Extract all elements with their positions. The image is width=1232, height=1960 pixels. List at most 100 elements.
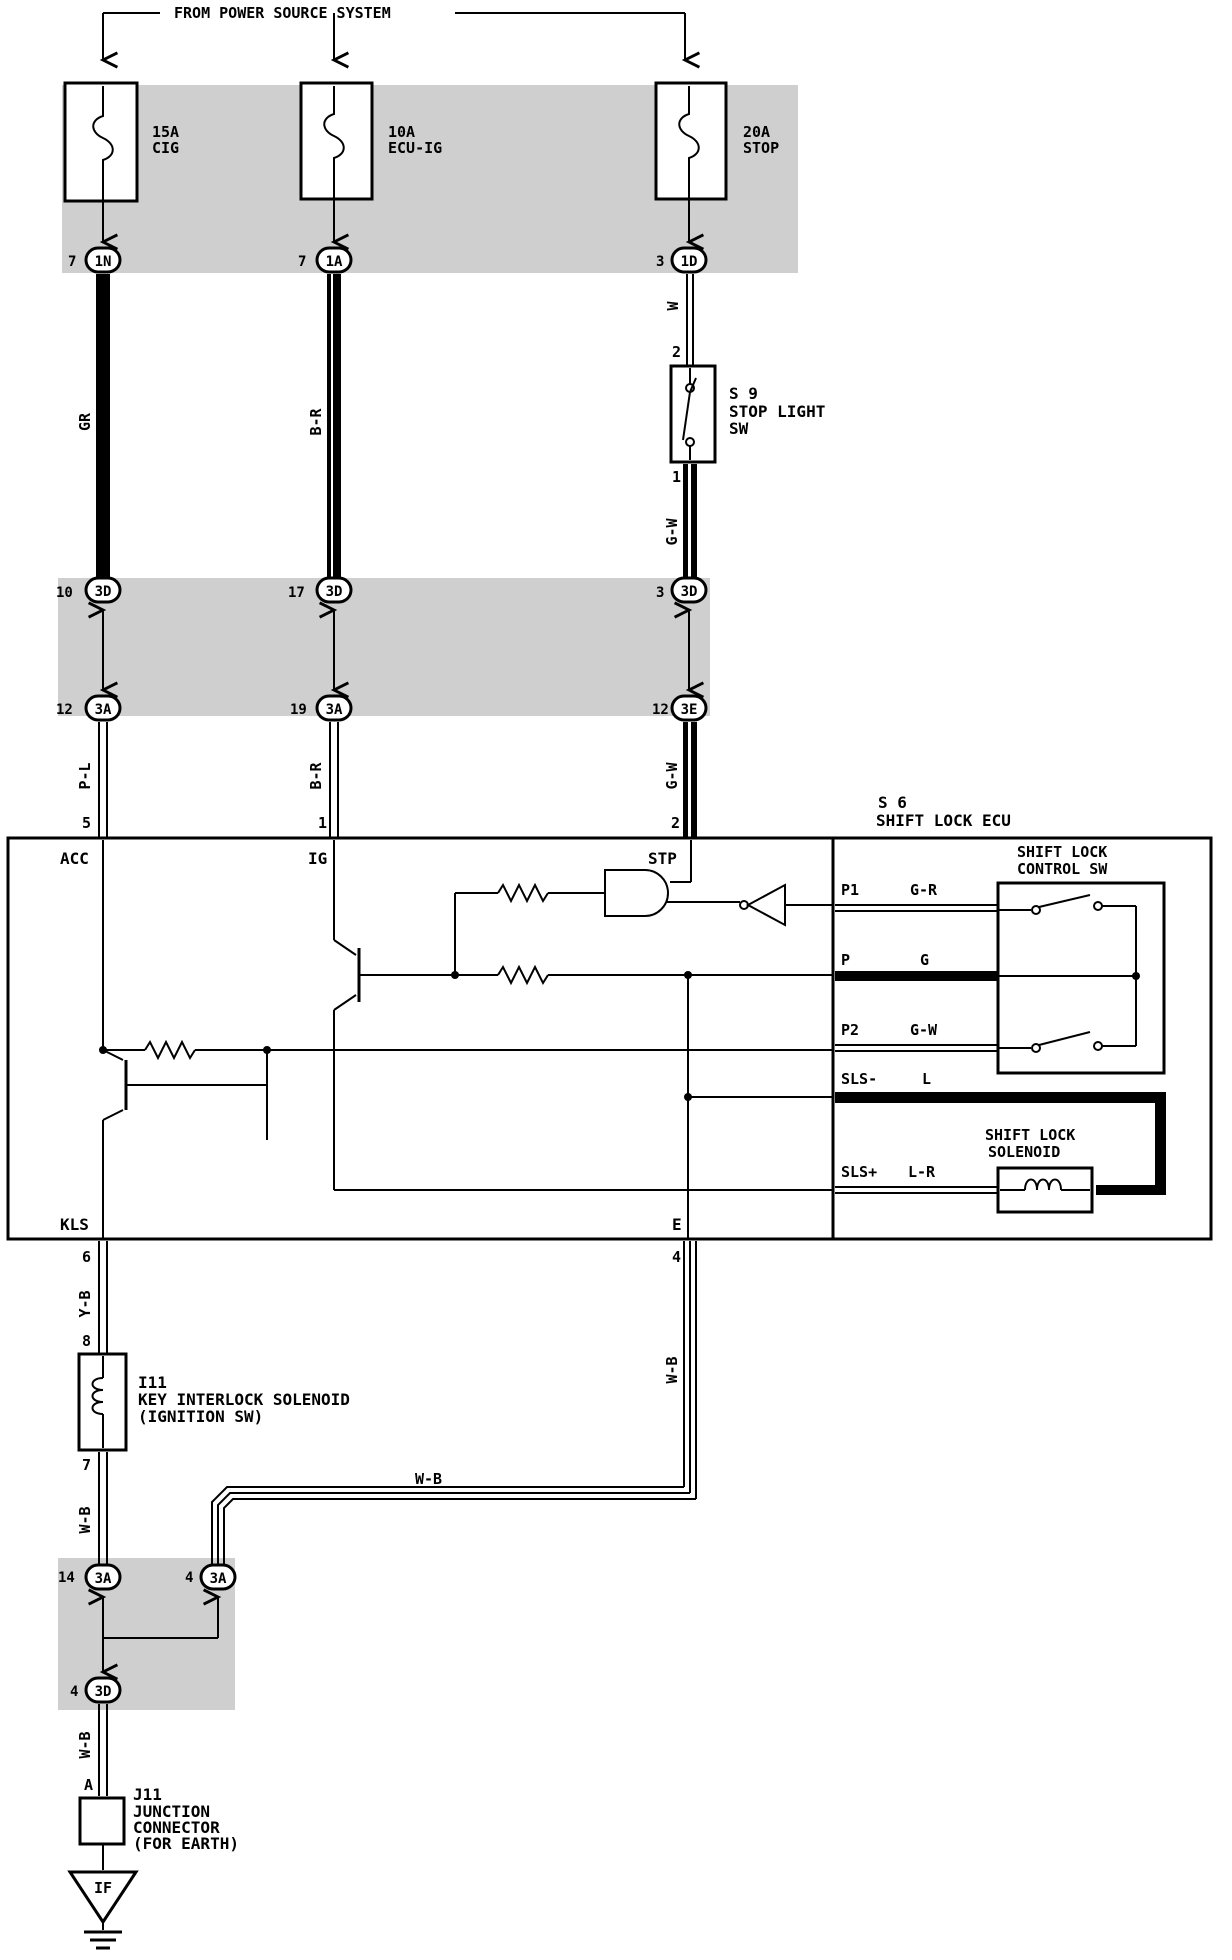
- svg-text:CONNECTOR: CONNECTOR: [133, 1818, 220, 1837]
- terminal-p1: P1: [841, 881, 859, 899]
- svg-text:SOLENOID: SOLENOID: [988, 1143, 1060, 1161]
- svg-text:3D: 3D: [95, 584, 112, 600]
- svg-text:5: 5: [82, 814, 91, 832]
- wire-g: G: [920, 951, 929, 969]
- svg-text:4: 4: [70, 1684, 78, 1700]
- junction-connector-j11: J11 JUNCTION CONNECTOR (FOR EARTH): [78, 1785, 239, 1870]
- fuse-ecu-ig-amp: 10A: [388, 123, 415, 141]
- wire-y-b: 6 Y-B 8: [76, 1241, 108, 1353]
- ecu-name: SHIFT LOCK ECU: [876, 811, 1011, 830]
- svg-text:P-L: P-L: [76, 762, 94, 789]
- svg-text:3D: 3D: [326, 584, 343, 600]
- svg-text:W-B: W-B: [663, 1356, 681, 1383]
- svg-text:2: 2: [671, 814, 680, 832]
- connector-3a-14: 14 3A: [58, 1563, 122, 1591]
- wire-b-r-lower: B-R 1: [307, 722, 339, 838]
- shift-lock-solenoid: SHIFT LOCK SOLENOID: [985, 1126, 1094, 1214]
- svg-text:(IGNITION SW): (IGNITION SW): [138, 1407, 263, 1426]
- terminal-kls: KLS: [60, 1215, 89, 1234]
- svg-text:6: 6: [82, 1248, 91, 1266]
- terminal-acc: ACC: [60, 849, 89, 868]
- connector-1d: 3 1D: [656, 246, 708, 274]
- svg-text:3A: 3A: [210, 1571, 227, 1587]
- terminal-sls-plus: SLS+: [841, 1163, 877, 1181]
- svg-text:4: 4: [185, 1570, 193, 1586]
- wire-l: L: [922, 1070, 931, 1088]
- connector-3a-1: 12 3A: [56, 694, 122, 722]
- stop-switch-id: S 9: [729, 384, 758, 403]
- svg-text:3E: 3E: [681, 702, 698, 718]
- svg-text:KEY INTERLOCK SOLENOID: KEY INTERLOCK SOLENOID: [138, 1390, 350, 1409]
- svg-text:3: 3: [656, 585, 664, 601]
- terminal-ig: IG: [308, 849, 327, 868]
- svg-text:7: 7: [68, 254, 76, 270]
- svg-text:W-B: W-B: [415, 1470, 442, 1488]
- svg-text:W: W: [664, 301, 682, 311]
- svg-text:3A: 3A: [95, 702, 112, 718]
- fuse-stop-amp: 20A: [743, 123, 770, 141]
- connector-1n: 7 1N: [68, 246, 122, 274]
- svg-text:1D: 1D: [681, 254, 698, 270]
- fuse-stop-name: STOP: [743, 139, 779, 157]
- fuse-ecu-ig-name: ECU-IG: [388, 139, 442, 157]
- connector-3d-2: 17 3D: [288, 576, 353, 604]
- fuse-cig-name: CIG: [152, 139, 179, 157]
- junction-block-shading: [58, 578, 710, 716]
- svg-text:(FOR EARTH): (FOR EARTH): [133, 1834, 239, 1853]
- shift-lock-control-switch: SHIFT LOCK CONTROL SW: [996, 843, 1166, 1075]
- fuse-stop: 20A STOP: [654, 81, 779, 201]
- fuse-cig-amp: 15A: [152, 123, 179, 141]
- terminal-e: E: [672, 1215, 682, 1234]
- ecu-internal-circuit: [102, 840, 833, 1238]
- terminal-stp: STP: [648, 849, 677, 868]
- svg-text:JUNCTION: JUNCTION: [133, 1802, 210, 1821]
- stop-switch-pin-top: 2: [672, 343, 681, 361]
- svg-text:G-W: G-W: [663, 761, 681, 789]
- fuse-ecu-ig: 10A ECU-IG: [299, 81, 442, 201]
- wire-w-b-lower: 7 W-B: [76, 1452, 108, 1565]
- svg-text:12: 12: [652, 702, 669, 718]
- svg-text:3: 3: [656, 254, 664, 270]
- svg-text:4: 4: [672, 1248, 681, 1266]
- connector-3d-1: 10 3D: [56, 576, 122, 604]
- wire-b-r-upper: B-R: [307, 274, 341, 584]
- svg-text:A: A: [84, 1776, 93, 1794]
- connector-3e: 12 3E: [652, 694, 708, 722]
- svg-text:I11: I11: [138, 1373, 167, 1392]
- svg-text:12: 12: [56, 702, 73, 718]
- svg-text:10: 10: [56, 585, 73, 601]
- svg-text:J11: J11: [133, 1785, 162, 1804]
- svg-text:1N: 1N: [95, 254, 112, 270]
- wire-l-r: L-R: [908, 1163, 936, 1181]
- svg-text:W-B: W-B: [76, 1731, 94, 1758]
- svg-text:SHIFT LOCK: SHIFT LOCK: [985, 1126, 1075, 1144]
- terminal-p: P: [841, 951, 850, 969]
- terminal-p2: P2: [841, 1021, 859, 1039]
- svg-text:1: 1: [318, 814, 327, 832]
- connector-3a-2: 19 3A: [290, 694, 353, 722]
- svg-text:19: 19: [290, 702, 307, 718]
- svg-text:7: 7: [298, 254, 306, 270]
- wire-w-b-bus: W-B: [211, 1470, 696, 1568]
- svg-text:3D: 3D: [95, 1684, 112, 1700]
- svg-text:3A: 3A: [326, 702, 343, 718]
- svg-text:B-R: B-R: [307, 761, 325, 789]
- shift-lock-ecu: ACC IG STP KLS E: [6, 836, 1213, 1241]
- wire-w: W 2: [664, 274, 694, 365]
- svg-text:W-B: W-B: [76, 1506, 94, 1533]
- ecu-id: S 6: [878, 793, 907, 812]
- svg-text:CONTROL SW: CONTROL SW: [1017, 860, 1108, 878]
- svg-text:8: 8: [82, 1332, 91, 1350]
- svg-text:3A: 3A: [95, 1571, 112, 1587]
- svg-text:3D: 3D: [681, 584, 698, 600]
- wire-p-l: P-L 5: [76, 722, 108, 838]
- svg-text:G-W: G-W: [663, 517, 681, 545]
- stop-switch-name: STOP LIGHT: [729, 402, 825, 421]
- svg-text:GR: GR: [76, 412, 94, 431]
- ground-icon: IF: [67, 1870, 139, 1950]
- svg-text:7: 7: [82, 1456, 91, 1474]
- stop-light-switch: S 9 STOP LIGHT SW 1: [669, 364, 825, 486]
- ground-label: IF: [94, 1879, 112, 1897]
- wire-g-w-lower: G-W 2: [663, 722, 697, 838]
- svg-text:17: 17: [288, 585, 305, 601]
